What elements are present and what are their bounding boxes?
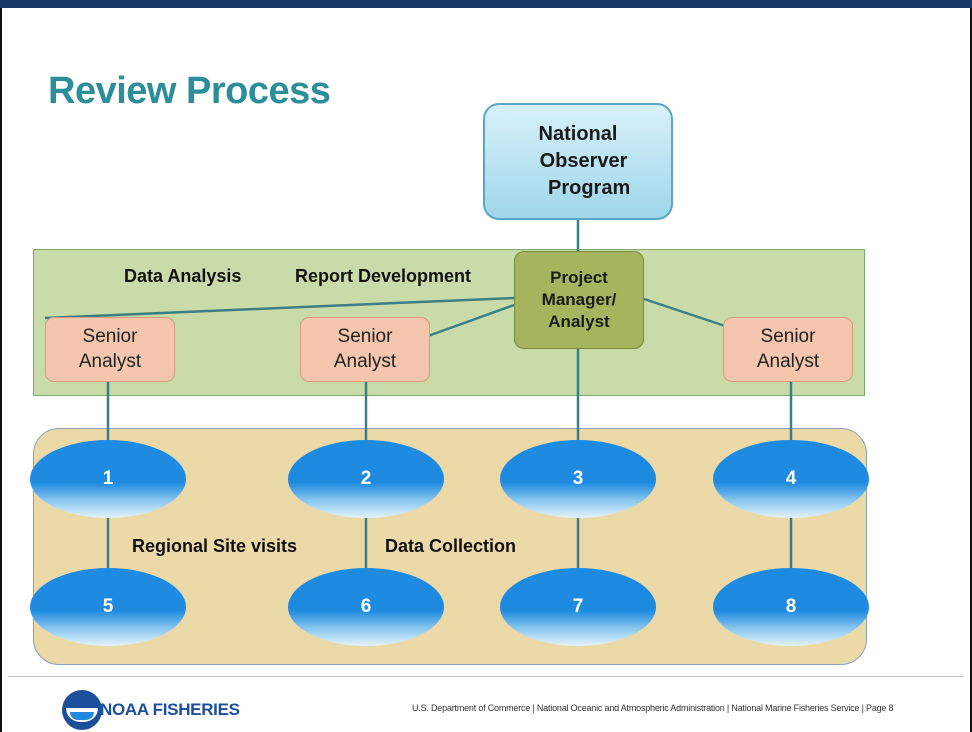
- noaa-logo-icon: [62, 690, 102, 730]
- report-development-label: Report Development: [295, 266, 472, 286]
- noaa-fisheries-wordmark: NOAA FISHERIES: [100, 700, 240, 719]
- footer-text: U.S. Department of Commerce | National O…: [412, 703, 894, 713]
- top-bar: [0, 0, 972, 8]
- senior-analyst-box-2: Senior Analyst: [300, 317, 430, 382]
- regional-site-visits-label: Regional Site visits: [132, 536, 298, 556]
- site-oval-2: 2: [288, 440, 444, 518]
- site-oval-3: 3: [500, 440, 656, 518]
- connector-pm-senior-2: [427, 303, 515, 338]
- site-oval-8: 8: [713, 568, 869, 646]
- site-oval-4: 4: [713, 440, 869, 518]
- national-observer-program-label: National Observer Program: [538, 123, 631, 199]
- national-observer-program-box: National Observer Program: [483, 103, 673, 220]
- data-analysis-label: Data Analysis: [124, 266, 242, 286]
- connector-pm-senior-1: [44, 296, 515, 320]
- data-collection-label: Data Collection: [385, 536, 517, 556]
- senior-analyst-box-1: Senior Analyst: [45, 317, 175, 382]
- senior-analyst-box-3: Senior Analyst: [723, 317, 853, 382]
- slide-title: Review Process: [48, 70, 331, 112]
- site-oval-1: 1: [30, 440, 186, 518]
- connector-pm-senior-3: [643, 297, 729, 329]
- footer-divider: [8, 676, 964, 677]
- site-oval-7: 7: [500, 568, 656, 646]
- project-manager-box: Project Manager/ Analyst: [514, 251, 644, 349]
- site-oval-6: 6: [288, 568, 444, 646]
- site-oval-5: 5: [30, 568, 186, 646]
